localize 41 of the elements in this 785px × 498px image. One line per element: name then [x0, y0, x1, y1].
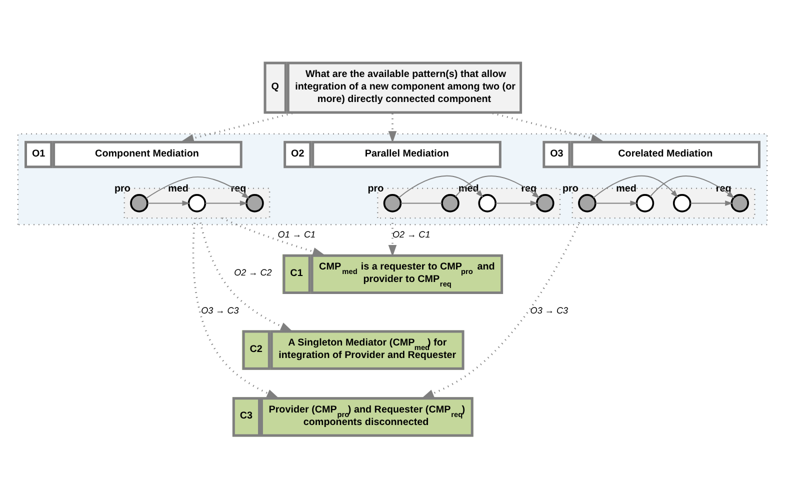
node-circle — [672, 194, 692, 212]
edge-label: O1 → C1 — [278, 230, 316, 240]
node-circle — [478, 194, 497, 212]
arrow — [192, 218, 279, 398]
arrow — [388, 114, 397, 143]
connector — [400, 202, 442, 204]
node-circle — [383, 194, 402, 212]
node-circle — [130, 194, 148, 212]
edge-label: O3 → C3 — [530, 306, 568, 316]
node-label: med — [616, 183, 636, 194]
arrow — [495, 200, 538, 206]
edge-label: O2 → C2 — [234, 268, 272, 278]
node-circle — [636, 194, 654, 212]
node-circle — [578, 194, 596, 212]
arrow — [388, 218, 397, 257]
node-circle — [536, 194, 554, 212]
arrow — [454, 176, 540, 198]
arrow — [146, 176, 250, 199]
edge-label: O2 → C1 — [392, 230, 430, 240]
arrow — [198, 218, 292, 332]
arrow — [492, 112, 604, 142]
node-circle — [730, 194, 749, 212]
arrow — [422, 218, 582, 398]
node-circle — [246, 194, 264, 212]
node-label: med — [458, 183, 479, 194]
node-label: pro — [562, 183, 578, 194]
node-circle — [441, 194, 460, 212]
arrow — [147, 200, 190, 206]
arrow — [650, 176, 735, 198]
node-label: pro — [368, 183, 384, 194]
node-label: med — [168, 183, 188, 194]
arrow — [204, 200, 248, 206]
arrow — [182, 112, 293, 142]
node-circle — [188, 194, 206, 212]
arrow — [222, 217, 325, 256]
arrow — [690, 200, 733, 206]
arrow — [398, 175, 484, 198]
node-label: pro — [114, 183, 130, 194]
arrow — [595, 200, 638, 206]
edge-label: O3 → C3 — [201, 306, 239, 316]
arrow — [592, 175, 678, 198]
